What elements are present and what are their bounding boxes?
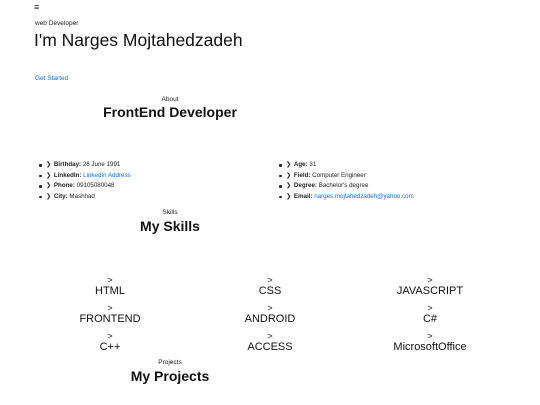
chevron-right-icon: ❯ bbox=[286, 192, 292, 200]
info-item-email: ❯ Email: narges.mojtahedzadeh@yahoo.com bbox=[279, 192, 414, 203]
skill-item-javascript: >JAVASCRIPT bbox=[350, 275, 510, 297]
chevron-right-icon: > bbox=[427, 303, 433, 313]
projects-section-title: My Projects bbox=[130, 368, 210, 384]
chevron-right-icon: ❯ bbox=[46, 161, 52, 168]
chevron-right-icon: > bbox=[267, 303, 273, 313]
chevron-right-icon: ❯ bbox=[46, 182, 52, 189]
info-item-degree: ❯ Degree: Bachelor's degree bbox=[279, 181, 414, 192]
skill-item-access: >ACCESS bbox=[190, 331, 350, 353]
info-item-linkedin: ❯ LinkedIn: LinkedIn Address bbox=[39, 171, 131, 182]
chevron-right-icon: > bbox=[267, 275, 273, 285]
degree-value: Bachelor's degree bbox=[318, 182, 369, 189]
chevron-right-icon: ❯ bbox=[46, 192, 52, 200]
chevron-right-icon: ❯ bbox=[286, 171, 292, 179]
age-value: 31 bbox=[309, 161, 317, 168]
chevron-right-icon: > bbox=[107, 303, 113, 313]
about-section-kicker: About bbox=[161, 96, 179, 103]
chevron-right-icon: ❯ bbox=[286, 182, 292, 189]
hamburger-menu-icon[interactable]: ≡ bbox=[34, 2, 40, 12]
skill-item-cpp: >C++ bbox=[30, 331, 190, 353]
about-section-title: FrontEnd Developer bbox=[103, 104, 237, 120]
chevron-right-icon: ❯ bbox=[286, 161, 292, 168]
hero-kicker: web Developer bbox=[35, 20, 79, 27]
email-link[interactable]: narges.mojtahedzadeh@yahoo.com bbox=[314, 192, 414, 200]
skill-item-css: >CSS bbox=[190, 275, 350, 297]
chevron-right-icon: > bbox=[427, 331, 433, 341]
about-info-list-right: ❯ Age: 31 ❯ Field: Computer Engineer ❯ D… bbox=[279, 160, 414, 203]
phone-value: 09105080048 bbox=[76, 182, 115, 189]
info-item-city: ❯ City: Mashhad bbox=[39, 192, 131, 203]
chevron-right-icon: ❯ bbox=[46, 171, 52, 179]
info-item-birthday: ❯ Birthday: 26 June 1991 bbox=[39, 160, 131, 171]
skill-item-csharp: >C# bbox=[350, 303, 510, 325]
skills-section-kicker: Skills bbox=[162, 209, 178, 216]
chevron-right-icon: > bbox=[107, 275, 113, 285]
info-item-field: ❯ Field: Computer Engineer bbox=[279, 171, 414, 182]
info-item-phone: ❯ Phone: 09105080048 bbox=[39, 181, 131, 192]
skills-section-title: My Skills bbox=[140, 218, 200, 234]
skill-item-android: >ANDROID bbox=[190, 303, 350, 325]
linkedin-link[interactable]: LinkedIn Address bbox=[83, 171, 131, 179]
info-item-age: ❯ Age: 31 bbox=[279, 160, 414, 171]
skill-item-frontend: >FRONTEND bbox=[30, 303, 190, 325]
chevron-right-icon: > bbox=[427, 275, 433, 285]
chevron-right-icon: > bbox=[107, 331, 113, 341]
city-value: Mashhad bbox=[69, 192, 95, 200]
field-value: Computer Engineer bbox=[312, 171, 366, 179]
about-info-list-left: ❯ Birthday: 26 June 1991 ❯ LinkedIn: Lin… bbox=[39, 160, 131, 203]
birthday-value: 26 June 1991 bbox=[82, 161, 121, 168]
chevron-right-icon: > bbox=[267, 331, 273, 341]
projects-section-kicker: Projects bbox=[158, 359, 182, 366]
skill-item-microsoftoffice: >MicrosoftOffice bbox=[350, 331, 510, 353]
get-started-link[interactable]: Get Started bbox=[35, 75, 69, 82]
skill-item-html: >HTML bbox=[30, 275, 190, 297]
hero-name: I'm Narges Mojtahedzadeh bbox=[34, 30, 243, 50]
